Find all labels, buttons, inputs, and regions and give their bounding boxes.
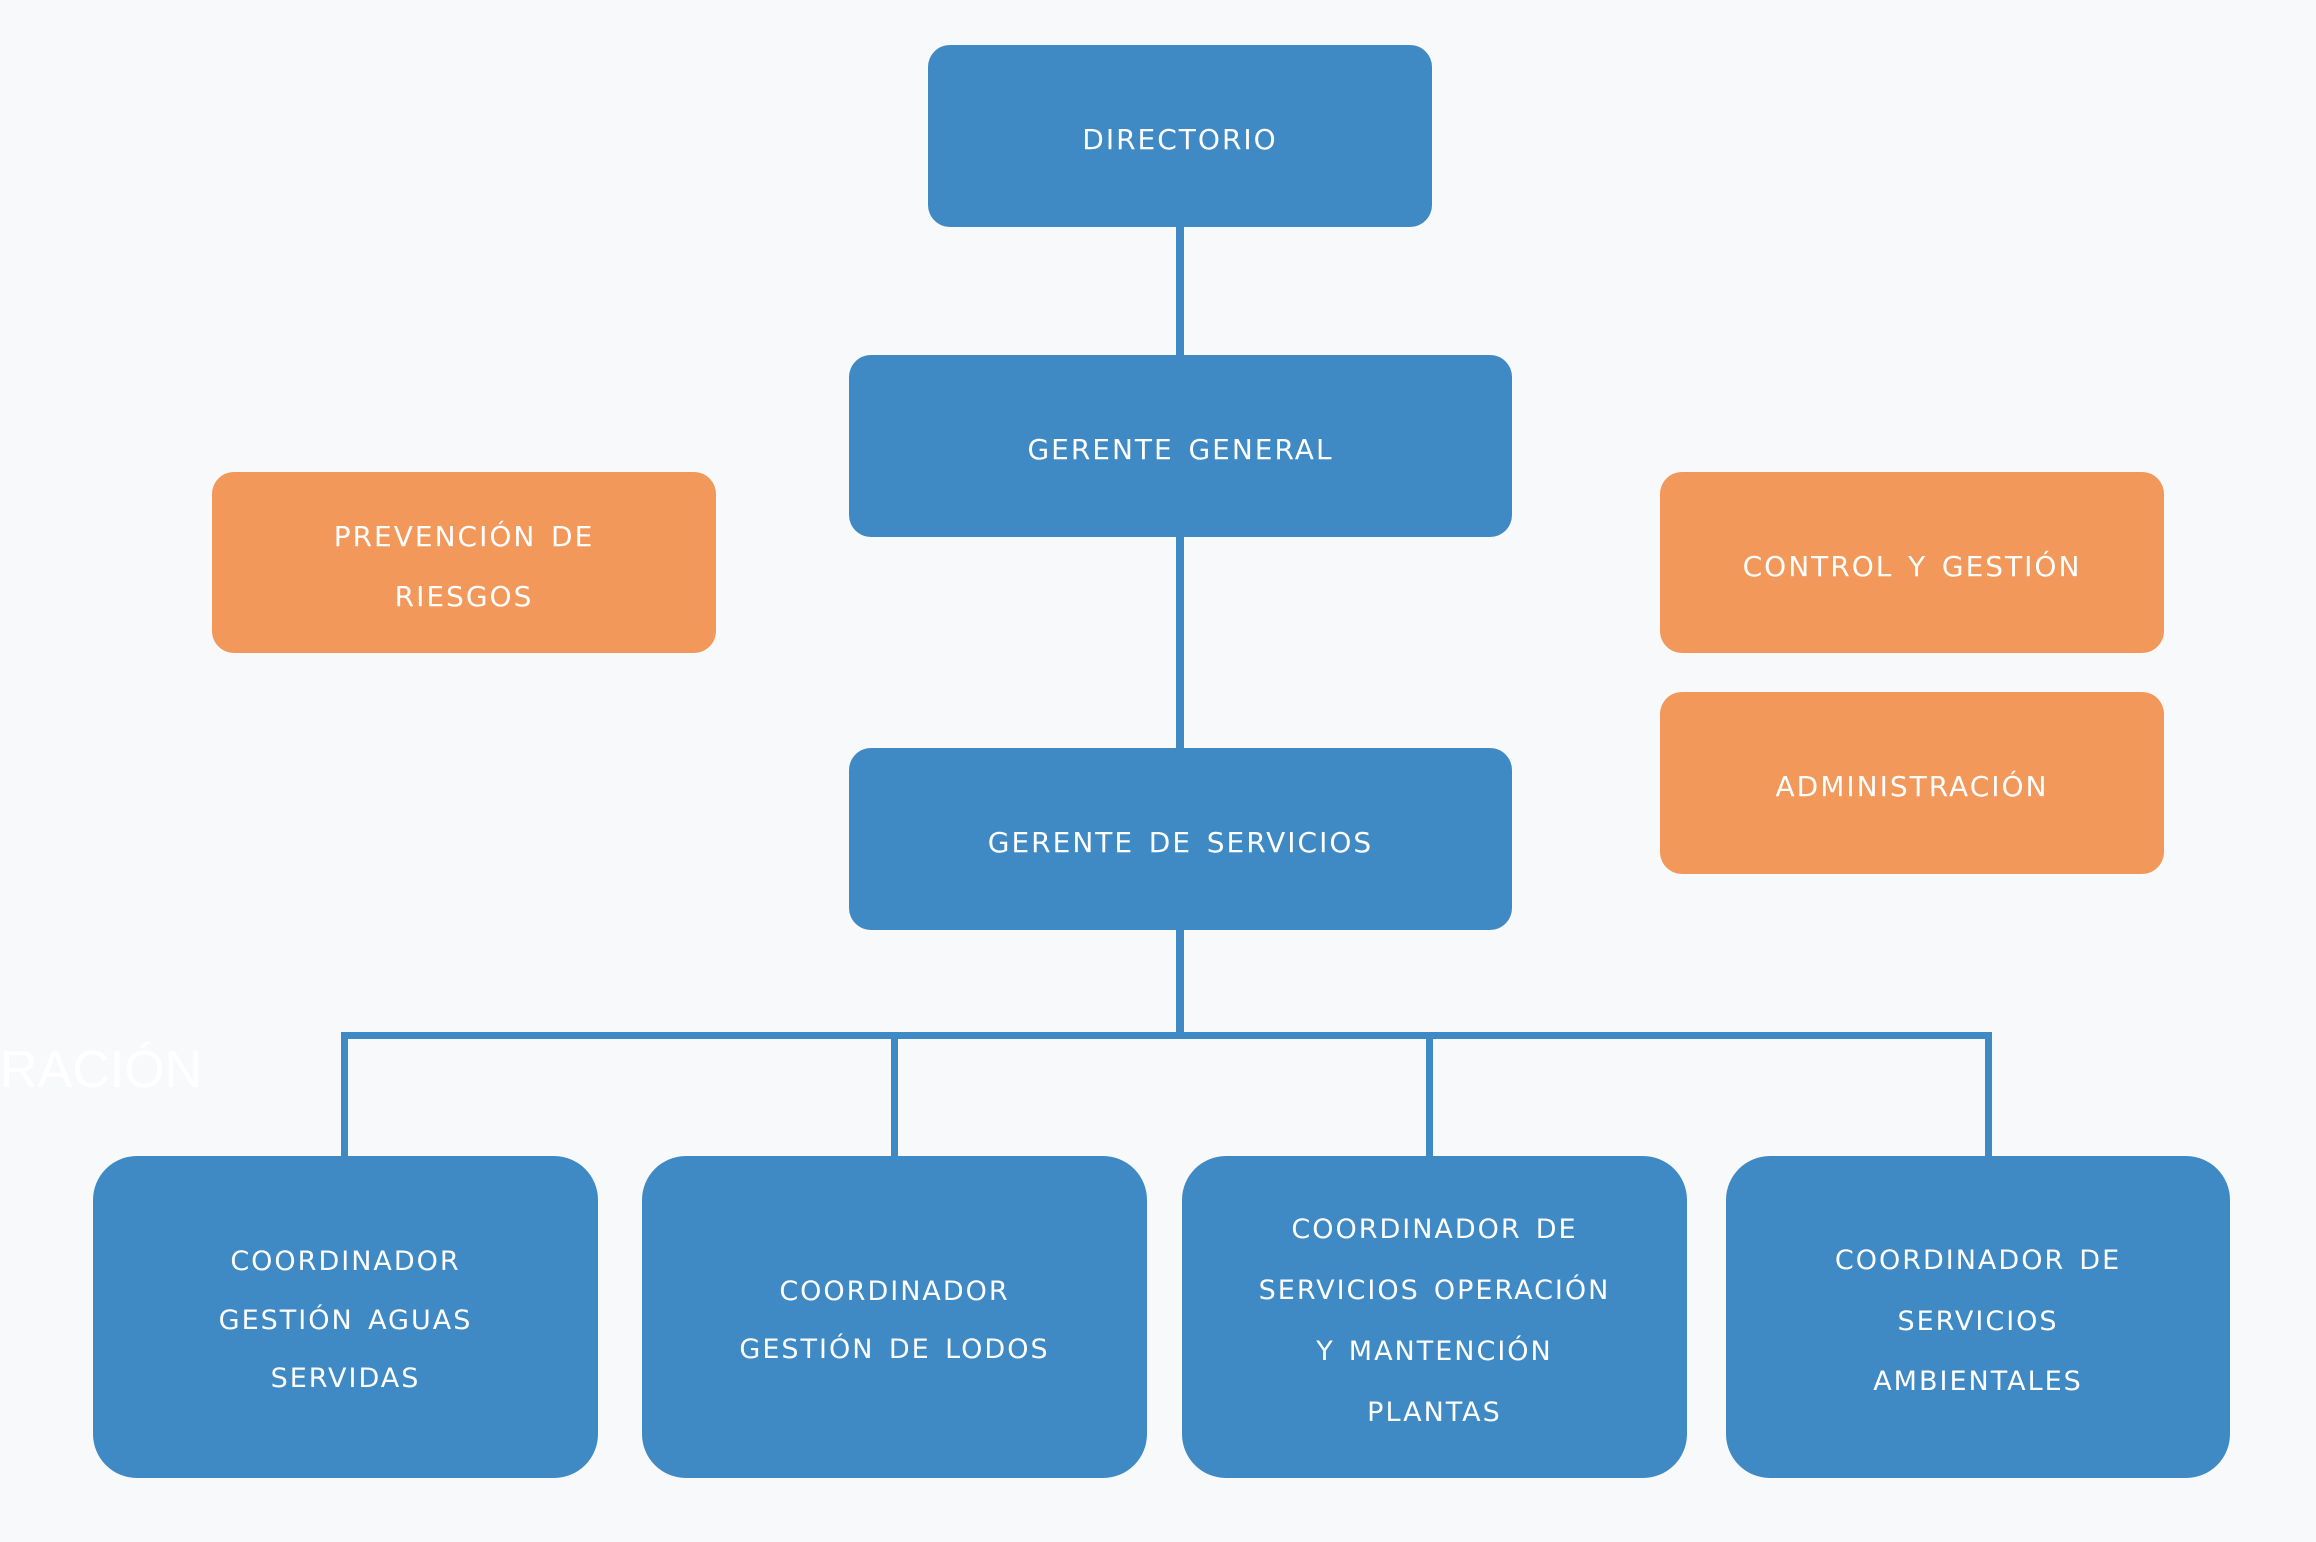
box-label-line: SERVICIOS xyxy=(1897,1294,2059,1339)
box-label: GERENTE DE SERVICIOS xyxy=(987,816,1374,862)
box-label: DIRECTORIO xyxy=(1082,113,1278,159)
connector-coord-aguas xyxy=(341,1032,348,1158)
box-gerente-general: GERENTE GENERAL xyxy=(849,355,1512,537)
box-label-line: Y MANTENCIÓN xyxy=(1316,1325,1553,1369)
box-coordinador-servicios-ambientales: COORDINADOR DE SERVICIOS AMBIENTALES xyxy=(1726,1156,2230,1478)
box-label-line: RIESGOS xyxy=(394,569,534,616)
box-label-line: AMBIENTALES xyxy=(1873,1355,2083,1400)
box-administracion: ADMINISTRACIÓN xyxy=(1660,692,2164,874)
connector-directorio-gerente xyxy=(1176,226,1184,356)
box-prevencion-riesgos: PREVENCIÓN DE RIESGOS xyxy=(212,472,716,653)
connector-coord-operacion xyxy=(1426,1032,1433,1158)
connector-gerente-servicios xyxy=(1176,536,1184,750)
box-label: CONTROL Y GESTIÓN xyxy=(1742,539,2082,586)
box-directorio: DIRECTORIO xyxy=(928,45,1432,227)
box-label-line: COORDINADOR DE xyxy=(1291,1203,1578,1248)
box-label: GERENTE GENERAL xyxy=(1027,423,1334,469)
box-label-line: COORDINADOR DE xyxy=(1834,1233,2122,1278)
box-label-line: COORDINADOR xyxy=(230,1235,461,1281)
ghost-text: RACIÓN xyxy=(0,1041,203,1099)
box-control-gestion: CONTROL Y GESTIÓN xyxy=(1660,472,2164,653)
connector-servicios-bus xyxy=(1176,928,1184,1035)
connector-coord-lodos xyxy=(891,1032,898,1158)
box-gerente-servicios: GERENTE DE SERVICIOS xyxy=(849,748,1512,930)
box-label: ADMINISTRACIÓN xyxy=(1775,760,2049,806)
box-label-line: SERVIDAS xyxy=(270,1352,421,1398)
box-label-line: COORDINADOR xyxy=(779,1264,1010,1310)
box-label-line: PREVENCIÓN DE xyxy=(333,509,595,556)
box-coordinador-lodos: COORDINADOR GESTIÓN DE LODOS xyxy=(642,1156,1147,1478)
box-coordinador-aguas-servidas: COORDINADOR GESTIÓN AGUAS SERVIDAS xyxy=(93,1156,598,1478)
box-label-line: GESTIÓN DE LODOS xyxy=(739,1323,1050,1368)
box-label-line: SERVICIOS OPERACIÓN xyxy=(1258,1264,1611,1309)
box-label-line: GESTIÓN AGUAS xyxy=(218,1293,473,1339)
box-label-line: PLANTAS xyxy=(1367,1385,1502,1430)
connector-horizontal-bus xyxy=(342,1032,1992,1039)
box-coordinador-operacion-plantas: COORDINADOR DE SERVICIOS OPERACIÓN Y MAN… xyxy=(1182,1156,1687,1478)
connector-coord-ambientales xyxy=(1985,1032,1992,1158)
